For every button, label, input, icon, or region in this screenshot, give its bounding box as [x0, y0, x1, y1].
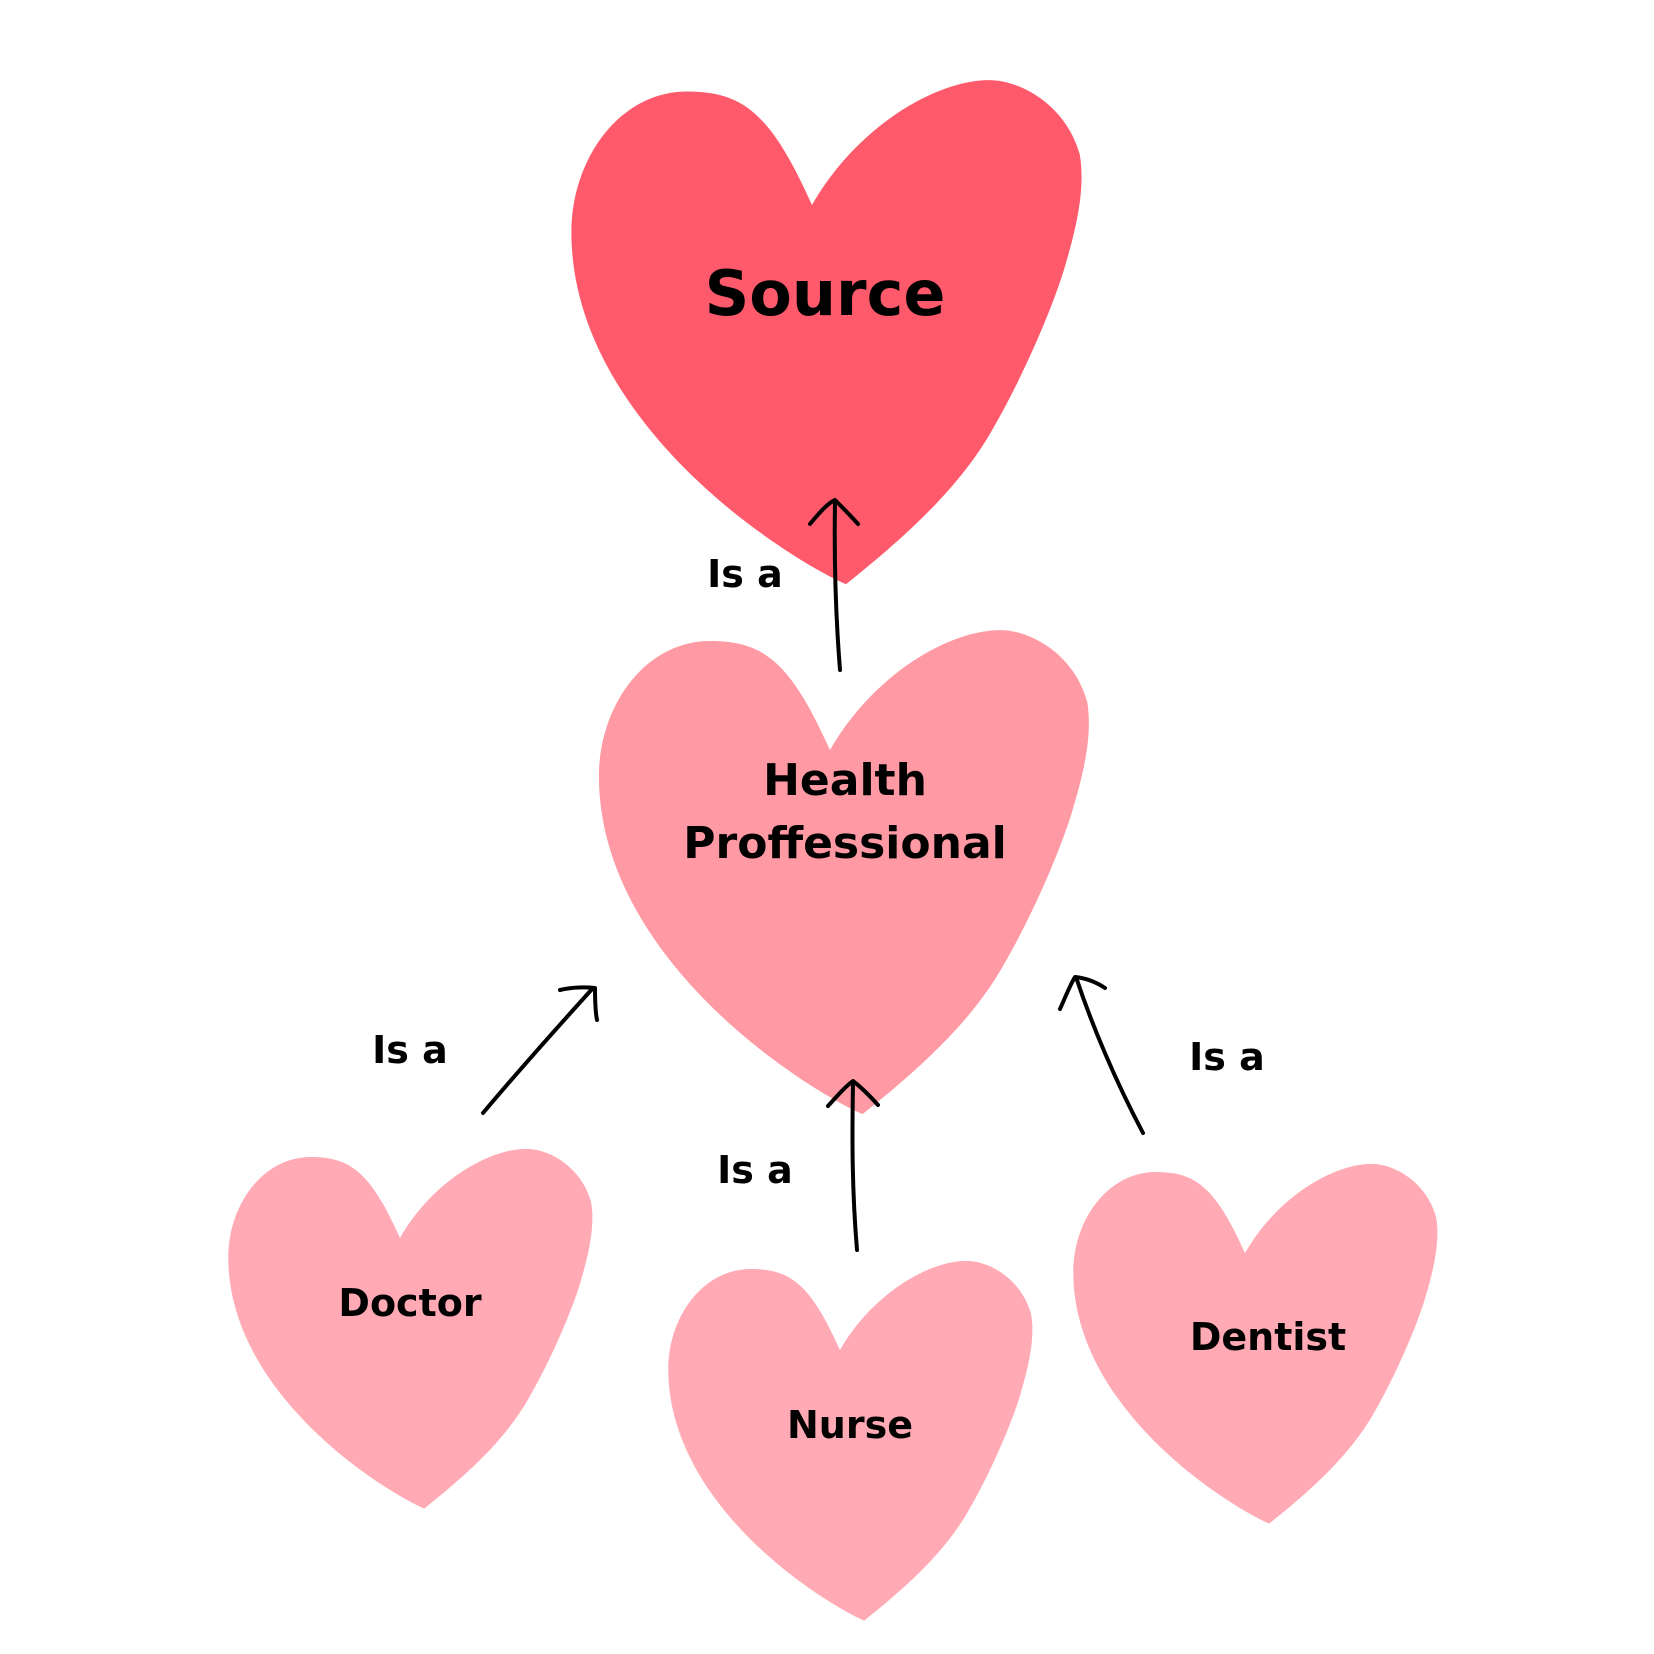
edge-label-nurse-to-health: Is a [717, 1148, 793, 1192]
heart-shape-dentist [1073, 1163, 1438, 1524]
arrow-head [826, 1079, 880, 1108]
node-health-professional: Health Proffessional [598, 630, 1089, 1115]
edge-health-to-source: Is a [707, 498, 860, 672]
node-nurse: Nurse [668, 1260, 1033, 1621]
node-doctor: Doctor [228, 1148, 593, 1509]
edge-label-health-to-source: Is a [707, 552, 783, 596]
heart-shape-nurse [668, 1260, 1033, 1621]
heart-shape-source [571, 80, 1082, 585]
node-label-health-line1: Health [763, 755, 927, 806]
node-label-health-line2: Proffessional [683, 818, 1006, 869]
node-label-doctor: Doctor [338, 1281, 481, 1325]
edge-nurse-to-health: Is a [717, 1079, 880, 1252]
arrow-shaft [481, 986, 595, 1115]
arrow-head [558, 985, 599, 1022]
edge-dentist-to-health: Is a [1058, 975, 1265, 1135]
node-source: Source [571, 80, 1082, 585]
heart-shape-doctor [228, 1148, 593, 1509]
node-label-nurse: Nurse [787, 1403, 913, 1447]
node-dentist: Dentist [1073, 1163, 1438, 1524]
arrow-head [1058, 975, 1107, 1011]
node-label-dentist: Dentist [1190, 1315, 1346, 1359]
edge-label-dentist-to-health: Is a [1189, 1035, 1265, 1079]
node-label-source: Source [705, 257, 946, 330]
heart-shape-health-professional [598, 630, 1089, 1115]
edge-label-doctor-to-health: Is a [372, 1028, 448, 1072]
arrow-shaft [1075, 978, 1145, 1135]
arrow-shaft [850, 1082, 859, 1252]
edge-doctor-to-health: Is a [372, 985, 599, 1115]
arrow-shaft [832, 500, 842, 672]
arrow-head [808, 498, 860, 526]
